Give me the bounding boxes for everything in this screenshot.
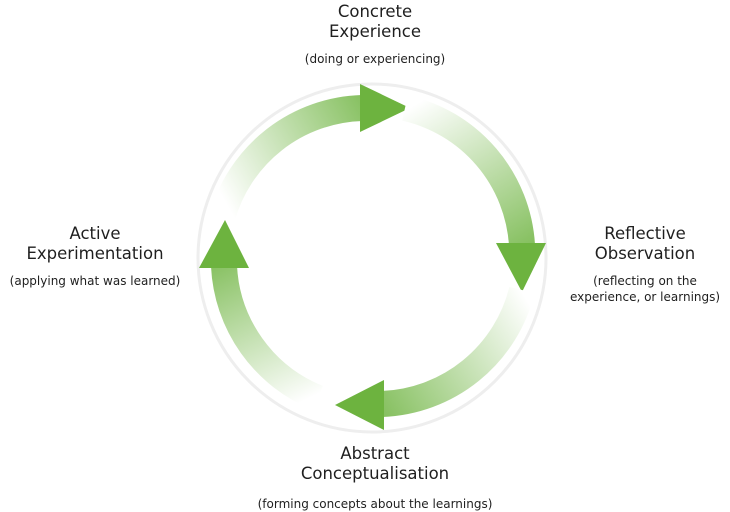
arrow-to-active-experimentation [335, 286, 535, 430]
stage-description: (doing or experiencing) [304, 52, 446, 66]
arrow-to-abstract-conceptualisation [401, 95, 546, 292]
arrow-to-reflective-observation [209, 84, 410, 222]
title-line-1: Concrete [337, 2, 413, 21]
stage-description: (forming concepts about the learnings) [257, 497, 493, 511]
stage-reflective-observation: Reflective Observation (reflecting on th… [545, 224, 730, 305]
cycle-ring [196, 82, 548, 434]
stage-description: (applying what was learned) [9, 274, 181, 288]
description-line-1: (reflecting on the [593, 274, 697, 288]
title-line-2: Experimentation [26, 244, 164, 263]
description-line-2: experience, or learnings) [569, 290, 721, 304]
stage-title: Concrete Experience [235, 2, 515, 42]
title-line-1: Reflective [604, 224, 686, 243]
title-line-1: Active [69, 224, 121, 243]
title-line-1: Abstract [340, 444, 410, 463]
stage-title: Abstract Conceptualisation [215, 444, 535, 484]
title-line-2: Experience [328, 22, 421, 41]
stage-description: (reflecting on the experience, or learni… [545, 273, 730, 305]
stage-abstract-conceptualisation: Abstract Conceptualisation (forming conc… [215, 444, 535, 512]
title-line-2: Observation [594, 244, 696, 263]
stage-active-experimentation: Active Experimentation (applying what wa… [0, 224, 200, 289]
arrow-to-concrete-experience [199, 220, 324, 411]
title-line-2: Conceptualisation [300, 464, 450, 483]
stage-concrete-experience: Concrete Experience (doing or experienci… [235, 2, 515, 67]
stage-title: Reflective Observation [545, 224, 730, 264]
stage-title: Active Experimentation [0, 224, 200, 264]
